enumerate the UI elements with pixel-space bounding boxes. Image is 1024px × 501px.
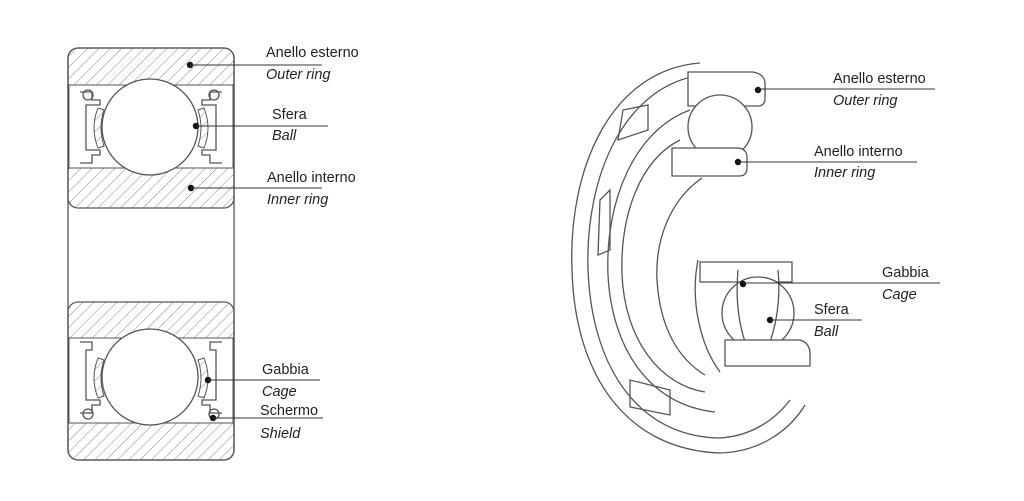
label-inner-ring-it: Anello interno bbox=[267, 170, 356, 186]
cutaway-label-outer-ring-en: Outer ring bbox=[833, 93, 897, 109]
ball-top bbox=[101, 78, 199, 176]
label-ball-it: Sfera bbox=[272, 107, 308, 123]
cutaway-label-outer-ring-it: Anello esterno bbox=[833, 71, 926, 87]
cross-section-callouts: Anello esterno Outer ring Sfera Ball Ane… bbox=[186, 45, 359, 442]
label-ball-en: Ball bbox=[272, 128, 297, 144]
cutaway-callouts: Anello esterno Outer ring Anello interno… bbox=[734, 71, 940, 340]
cutaway-label-inner-ring-it: Anello interno bbox=[814, 144, 903, 160]
cutaway-label-inner-ring-en: Inner ring bbox=[814, 165, 875, 181]
label-inner-ring-en: Inner ring bbox=[267, 192, 328, 208]
inner-ring-section-bottom bbox=[699, 261, 793, 283]
label-shield-en: Shield bbox=[260, 426, 301, 442]
ball-bottom bbox=[101, 328, 199, 426]
cutaway-label-ball-it: Sfera bbox=[814, 302, 850, 318]
label-outer-ring-it: Anello esterno bbox=[266, 45, 359, 61]
label-cage-en: Cage bbox=[262, 384, 297, 400]
label-cage-it: Gabbia bbox=[262, 362, 310, 378]
ball-bottom-cutaway bbox=[721, 276, 795, 350]
cutaway-label-cage-it: Gabbia bbox=[882, 265, 930, 281]
cutaway-drawing bbox=[571, 62, 811, 454]
cutaway-label-cage-en: Cage bbox=[882, 287, 917, 303]
label-shield-it: Schermo bbox=[260, 403, 318, 419]
outer-ring-section-bottom bbox=[724, 339, 811, 367]
label-outer-ring-en: Outer ring bbox=[266, 67, 330, 83]
cutaway-label-ball-en: Ball bbox=[814, 324, 839, 340]
cross-section-drawing bbox=[67, 47, 235, 461]
inner-ring-section-top bbox=[671, 147, 748, 177]
